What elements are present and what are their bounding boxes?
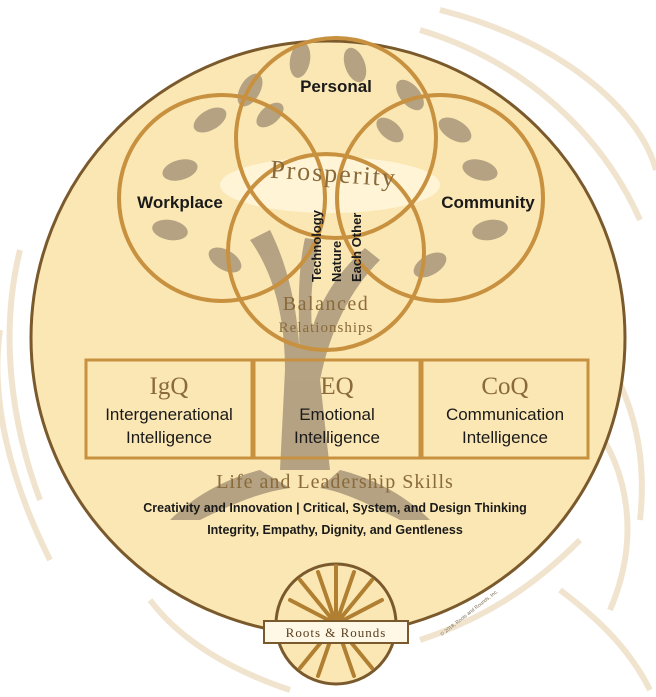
label-workplace: Workplace [137,193,223,212]
coq-abbr: CoQ [481,373,528,400]
skills-title: Life and Leadership Skills [216,471,454,493]
igq-abbr: IgQ [150,373,189,400]
intelligence-boxes: IgQ Intergenerational Intelligence EQ Em… [84,358,590,460]
logo-banner [263,620,409,644]
box-igq [84,358,254,460]
circle-balanced [226,152,426,352]
skills-line2: Integrity, Empathy, Dignity, and Gentlen… [207,523,463,537]
coq-line1: Communication [446,405,564,424]
term-technology: Technology [309,209,324,282]
label-balanced: Balanced [283,293,369,315]
circle-community [335,93,545,303]
term-each-other: Each Other [349,213,364,282]
logo-text: Roots & Rounds [286,625,387,640]
eq-abbr: EQ [320,373,353,400]
prosperity-glow [220,157,440,213]
eq-line2: Intelligence [294,428,380,447]
box-coq [420,358,590,460]
label-relationships: Relationships [279,320,374,336]
label-community: Community [441,193,535,212]
skills-line1: Creativity and Innovation | Critical, Sy… [143,501,526,515]
circle-personal [234,36,438,240]
venn-circles [117,36,545,352]
igq-line1: Intergenerational [105,405,233,424]
igq-line2: Intelligence [126,428,212,447]
coq-line2: Intelligence [462,428,548,447]
term-nature: Nature [329,241,344,282]
label-personal: Personal [300,77,372,96]
eq-line1: Emotional [299,405,375,424]
roots-rounds-logo: Roots & Rounds © 2018, Roots and Rounds,… [263,562,499,686]
circle-workplace [117,93,327,303]
box-eq [252,358,422,460]
